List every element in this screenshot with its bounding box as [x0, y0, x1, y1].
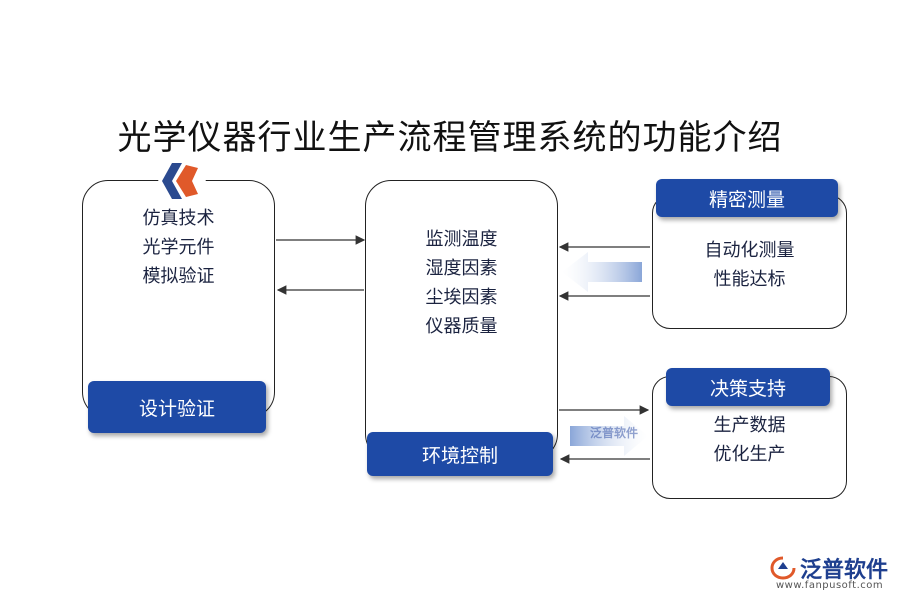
list-item: 仿真技术: [142, 208, 215, 229]
diagram-title: 光学仪器行业生产流程管理系统的功能介绍: [117, 118, 783, 158]
company-logo-icon: [158, 160, 206, 202]
brand-logo-icon: [770, 556, 796, 580]
footer-url: www.fanpusoft.com: [776, 580, 884, 591]
list-item: 尘埃因素: [425, 287, 498, 308]
list-item: 自动化测量: [704, 240, 795, 261]
decision-support-items: 生产数据 优化生产: [652, 411, 847, 469]
precision-measurement-items: 自动化测量 性能达标: [652, 236, 847, 294]
list-item: 光学元件: [142, 237, 215, 258]
environment-control-label: 环境控制: [367, 432, 553, 476]
design-verification-items: 仿真技术 光学元件 模拟验证: [82, 204, 275, 291]
big-arrow-right: [570, 416, 648, 456]
footer-brand-name: 泛普软件: [800, 558, 889, 583]
list-item: 优化生产: [713, 444, 786, 465]
precision-measurement-box: [652, 195, 847, 329]
decision-support-label: 决策支持: [666, 368, 830, 406]
list-item: 湿度因素: [425, 258, 498, 279]
design-verification-label: 设计验证: [88, 381, 266, 433]
list-item: 生产数据: [713, 415, 786, 436]
list-item: 监测温度: [425, 229, 498, 250]
list-item: 模拟验证: [142, 266, 215, 287]
environment-control-box: [365, 180, 558, 460]
precision-measurement-label: 精密测量: [656, 179, 838, 217]
footer-brand: 泛普软件: [770, 552, 888, 584]
design-verification-box: [82, 180, 275, 418]
watermark-text: 泛普软件: [590, 426, 639, 440]
environment-control-items: 监测温度 湿度因素 尘埃因素 仪器质量: [365, 225, 558, 341]
big-arrow-left: [562, 252, 642, 292]
list-item: 性能达标: [713, 269, 786, 290]
list-item: 仪器质量: [425, 316, 498, 337]
